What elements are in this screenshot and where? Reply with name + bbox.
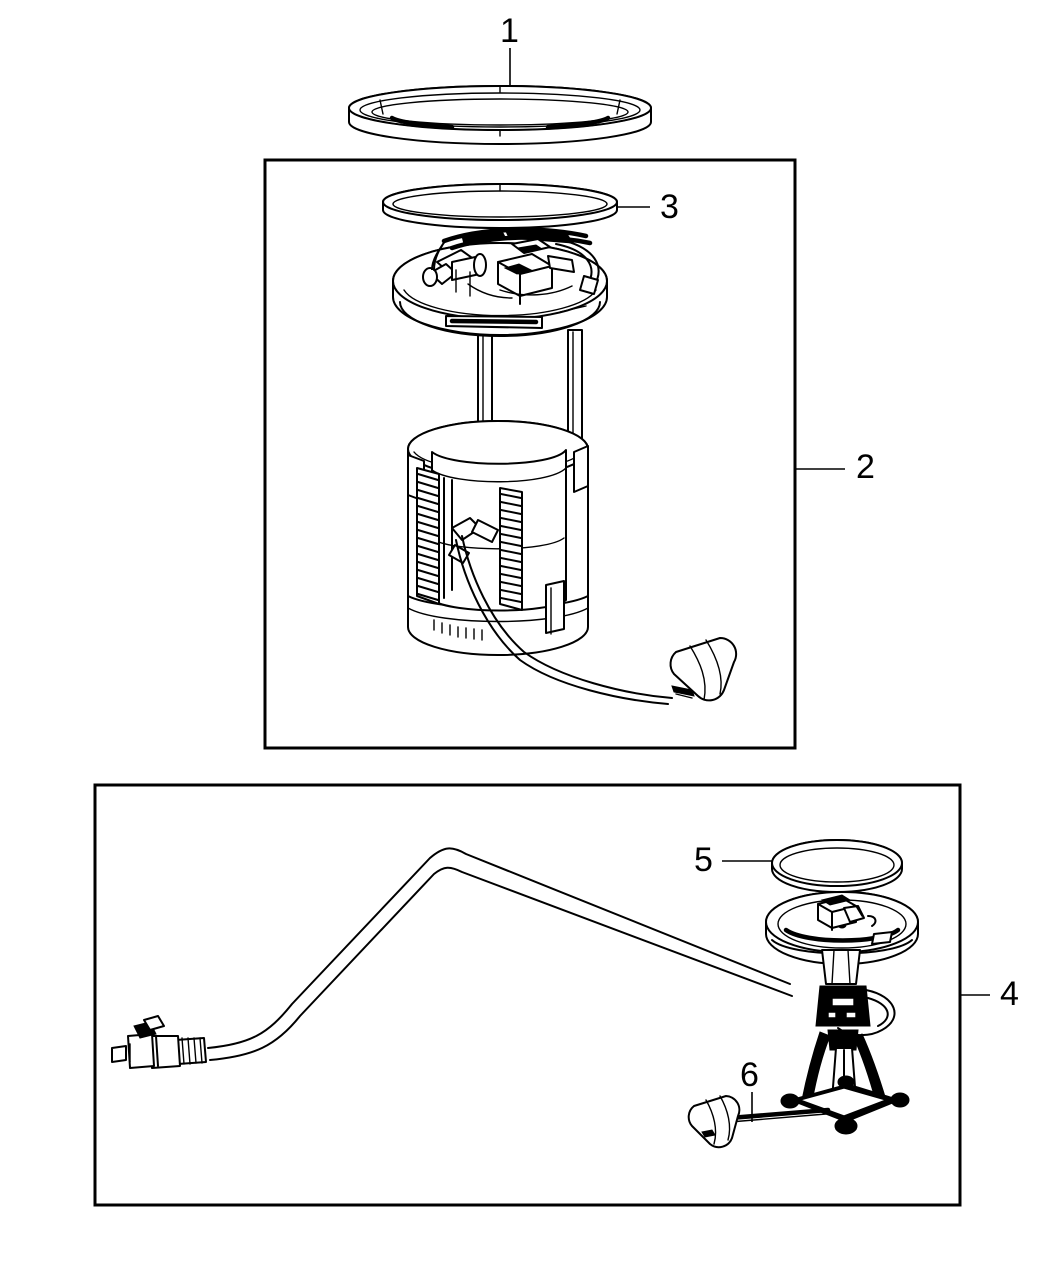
callout-label-3: 3 <box>660 188 679 226</box>
part-fuel-level-sending-unit <box>111 839 919 1149</box>
part-sending-unit-float <box>687 1095 741 1149</box>
callout-label-2: 2 <box>856 448 875 486</box>
callout-label-4: 4 <box>1000 975 1019 1013</box>
part-lock-ring <box>348 85 652 145</box>
part-pump-reservoir-body <box>407 420 589 656</box>
part-pump-springs <box>416 467 523 611</box>
callout-label-1: 1 <box>500 12 519 50</box>
part-fuel-pump-module <box>382 183 738 705</box>
panel-fuel-pump-module-border <box>263 158 797 750</box>
part-sending-unit-o-ring <box>771 839 903 893</box>
part-pump-top-hardware <box>422 227 600 305</box>
part-sending-unit-float-arm <box>727 1107 831 1123</box>
callout-label-6: 6 <box>740 1056 759 1094</box>
part-pump-float-arm <box>455 535 673 705</box>
part-pump-module-o-ring <box>382 183 618 229</box>
part-fuel-transfer-tube <box>207 847 793 1061</box>
callout-label-5: 5 <box>694 841 713 879</box>
part-sending-unit-strainer <box>780 1075 910 1135</box>
part-quick-connect-fitting <box>111 1015 207 1069</box>
part-pump-float <box>669 636 738 702</box>
part-sending-unit-column <box>780 949 910 1135</box>
